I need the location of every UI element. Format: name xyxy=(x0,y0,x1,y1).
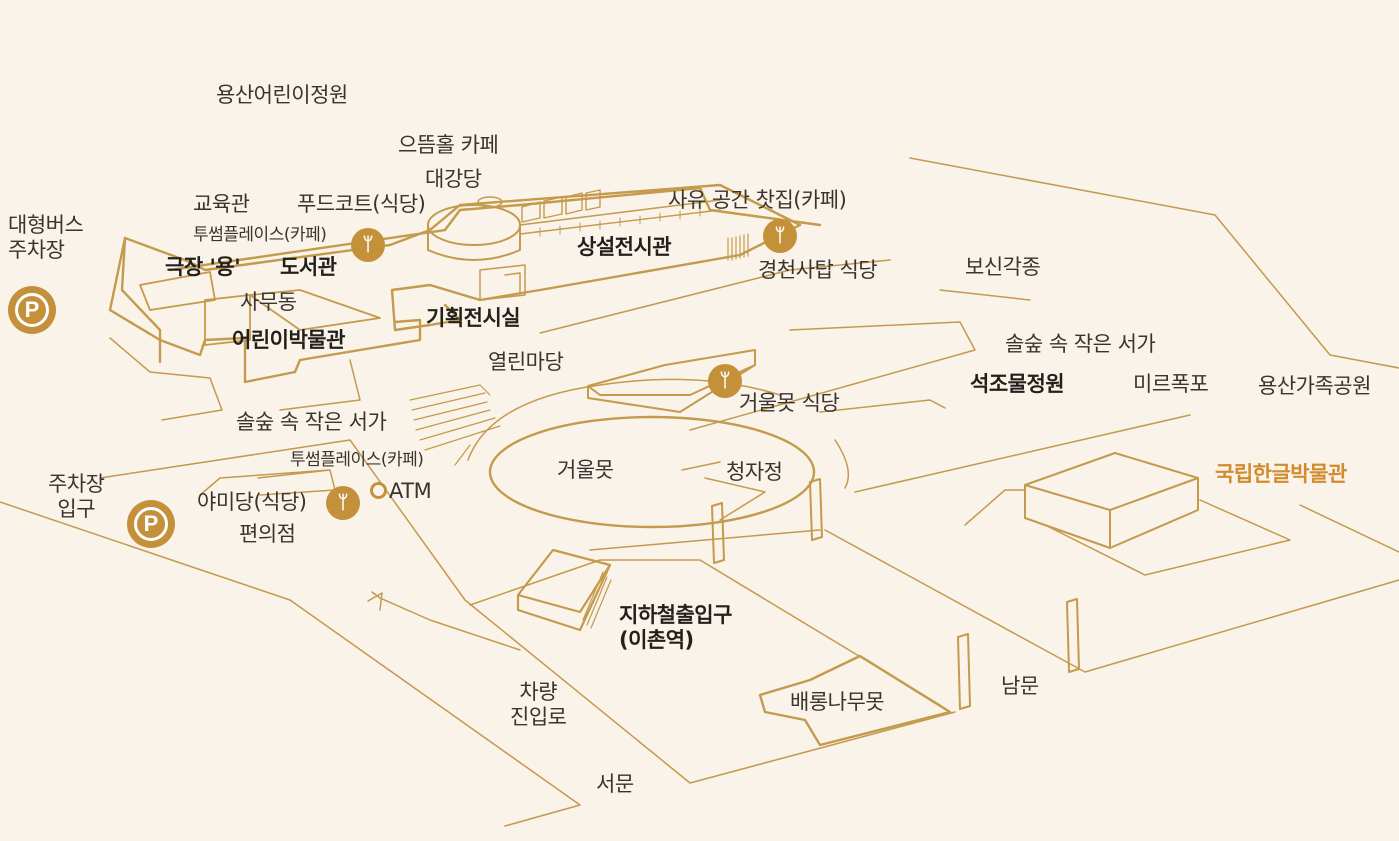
fork-knife-icon[interactable]: ᛘ xyxy=(351,228,385,262)
road-west-outer xyxy=(0,501,581,827)
road-north-left xyxy=(279,359,361,411)
path-right-long xyxy=(854,414,1191,493)
label-parking-entrance: 주차장 입구 xyxy=(48,472,105,522)
label-gyeongcheonsa-restaurant: 경천사탑 식당 xyxy=(758,258,878,282)
path-hangeul-base xyxy=(964,489,1291,576)
pillar-3 xyxy=(957,633,971,710)
subway-building xyxy=(516,548,612,632)
fork-knife-icon[interactable]: ᛘ xyxy=(326,486,360,520)
label-theater-yong: 극장 '용' xyxy=(165,255,241,279)
label-sayu-cafe: 사유 공간 찻집(카페) xyxy=(668,188,847,212)
baerong-pond-shape xyxy=(758,654,952,747)
pillar-4 xyxy=(1066,598,1080,673)
road-center xyxy=(589,529,821,551)
rotunda-cap xyxy=(477,196,503,208)
hangeul-building xyxy=(1024,452,1199,549)
label-south-gate: 남문 xyxy=(1001,674,1039,698)
label-stone-garden: 석조물정원 xyxy=(970,372,1065,396)
label-mirror-pond: 거울못 xyxy=(557,458,614,482)
label-small-library-2: 솔숲 속 작은 서가 xyxy=(236,410,387,434)
cheongjajeong-bridge xyxy=(681,461,766,521)
vehicle-arrow xyxy=(367,591,521,651)
label-west-gate: 서문 xyxy=(596,772,634,796)
label-permanent-exhibition: 상설전시관 xyxy=(577,235,672,259)
pillar-2 xyxy=(809,478,823,541)
path-south-east xyxy=(824,529,1399,673)
steps xyxy=(409,384,501,466)
label-auditorium: 대강당 xyxy=(425,167,482,191)
label-two-some-place-2: 투썸플레이스(카페) xyxy=(290,450,424,470)
fork-knife-icon[interactable]: ᛘ xyxy=(708,364,742,398)
label-bus-parking: 대형버스 주차장 xyxy=(8,213,84,263)
yamidang-building xyxy=(199,469,336,496)
label-children-museum: 어린이박물관 xyxy=(232,328,345,352)
pillar-1 xyxy=(711,502,725,564)
main-building-west xyxy=(108,236,422,384)
label-education-hall: 교육관 xyxy=(193,192,250,216)
parking-icon[interactable]: P xyxy=(8,286,56,334)
exhibition-steps xyxy=(727,233,749,261)
label-hangeul-museum: 국립한글박물관 xyxy=(1215,462,1347,486)
label-vehicle-road: 차량 진입로 xyxy=(510,680,567,730)
label-convenience-store: 편의점 xyxy=(239,522,296,546)
subway-stripes xyxy=(582,571,612,629)
label-office: 사무동 xyxy=(240,290,297,314)
label-yongsan-family-park: 용산가족공원 xyxy=(1258,374,1371,398)
fork-knife-icon[interactable]: ᛘ xyxy=(763,219,797,253)
label-baerong-pond: 배롱나무못 xyxy=(790,690,885,714)
label-cafe-eutteum: 으뜸홀 카페 xyxy=(398,133,499,157)
label-yongsan-children-garden: 용산어린이정원 xyxy=(216,83,348,107)
atm-dot-icon[interactable] xyxy=(370,482,387,499)
path-mirror-curve xyxy=(834,439,850,489)
label-open-yard: 열린마당 xyxy=(488,350,564,374)
label-subway-exit: 지하철출입구 (이촌역) xyxy=(619,603,732,653)
children-museum-box xyxy=(204,289,381,346)
label-two-some-place-1: 투썸플레이스(카페) xyxy=(193,225,327,245)
label-mirror-pond-restaurant: 거울못 식당 xyxy=(739,391,840,415)
parking-icon[interactable]: P xyxy=(127,500,175,548)
path-right-east xyxy=(1299,504,1399,553)
rotunda-body xyxy=(427,224,521,261)
exhibition-windows xyxy=(519,189,721,235)
special-exhibition-box xyxy=(479,264,526,301)
label-cheongjajeong: 청자정 xyxy=(726,460,783,484)
label-yamidang: 야미당(식당) xyxy=(197,490,307,514)
mirror-pond-shape xyxy=(488,415,816,529)
office-box xyxy=(139,271,216,311)
main-building-top xyxy=(168,186,822,272)
label-mireu-falls: 미르폭포 xyxy=(1133,372,1209,396)
exhibition-grid xyxy=(539,207,701,237)
label-atm: ATM xyxy=(389,479,432,503)
label-bosingak-bell: 보신각종 xyxy=(965,255,1041,279)
path-top-right xyxy=(909,157,1399,369)
road-west-inner xyxy=(99,439,956,784)
path-center-right xyxy=(689,321,976,431)
label-library: 도서관 xyxy=(280,255,337,279)
road-parking xyxy=(109,337,223,421)
label-food-court: 푸드코트(식당) xyxy=(297,192,426,216)
path-diagonal-expo xyxy=(539,259,1031,334)
road-subway xyxy=(469,559,941,706)
label-small-library-1: 솔숲 속 작은 서가 xyxy=(1005,332,1156,356)
rotunda-top xyxy=(427,204,521,246)
label-special-exhibition: 기획전시실 xyxy=(426,306,521,330)
